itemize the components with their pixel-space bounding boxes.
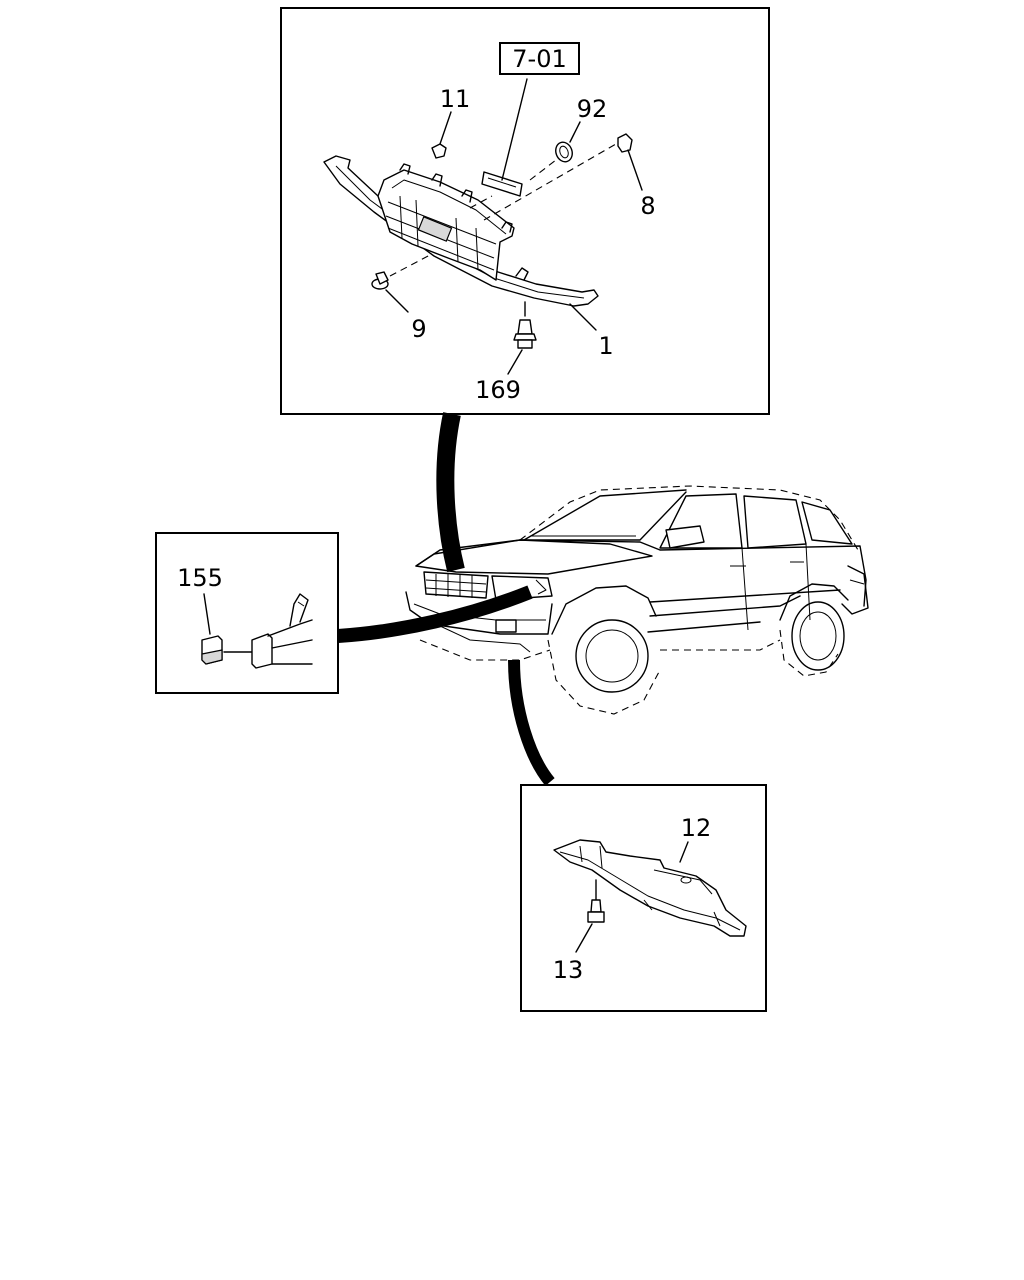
clip-part-155 [201,635,223,665]
round-emblem-92 [555,141,573,163]
callout-12: 12 [681,814,712,842]
rear-wheel-arch [779,583,849,621]
callout-169: 169 [475,376,521,404]
fog-lamp [495,619,517,633]
clip-panel-frame [155,532,339,694]
leader-skid-to-vehicle [508,659,555,786]
grille-emblem [417,216,453,242]
rocker-outline [660,639,781,651]
front-bumper [405,591,553,635]
front-side-window [659,493,743,549]
rear-body [841,565,869,615]
bumper-mount-detail [251,593,313,669]
front-wheel-arch [551,585,657,635]
callout-8: 8 [640,192,655,220]
callout-11: 11 [440,85,471,113]
lower-bumper-outline [419,639,551,661]
clip-part-8 [617,133,633,153]
grille-panel-frame [280,7,770,415]
clip-part-11 [431,143,447,159]
callout-92: 92 [577,95,608,123]
skid-panel-frame [520,784,767,1012]
skid-plate-detail-panel: 12 13 [520,784,767,1012]
callout-155: 155 [177,564,223,592]
ref-box-label: 7-01 [512,45,566,73]
retainer-part-169 [513,301,537,349]
grille-detail-panel: 7-01 11 [280,7,770,415]
rear-wheel [791,601,845,671]
callout-13: 13 [553,956,584,984]
callout-1: 1 [598,332,613,360]
grille-assembly [323,155,599,307]
skid-plate-part-12 [553,839,747,937]
quarter-window [801,501,853,545]
vehicle-grille [423,571,489,599]
callout-9: 9 [411,315,426,343]
windshield [519,491,687,541]
front-wheel [575,619,649,693]
roof-outline [519,485,859,551]
leader-clip-to-vehicle [337,585,533,643]
badge-emblem [481,171,523,197]
ref-box-frame [499,42,580,75]
side-mirror [665,525,705,549]
grille-lower-trim [323,155,599,307]
bolt-part-13 [587,879,605,923]
clip-detail-panel: 155 [155,532,339,694]
leader-grille-to-vehicle [436,412,465,573]
rear-side-window [743,495,807,549]
suv-illustration [405,485,869,715]
